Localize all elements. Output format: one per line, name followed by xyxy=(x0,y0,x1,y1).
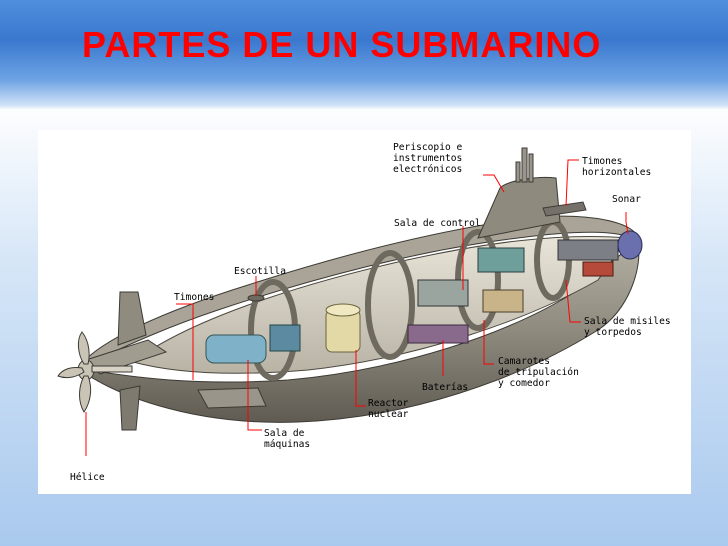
crew-quarters xyxy=(482,289,524,313)
label-crew-quarters-line1: Camarotes xyxy=(498,356,550,367)
torpedo-room xyxy=(557,239,619,261)
label-sonar: Sonar xyxy=(612,194,641,205)
battery-bank xyxy=(407,324,469,344)
sail-planes xyxy=(542,201,587,217)
label-engine-room-line2: máquinas xyxy=(264,439,311,450)
lower-rudder xyxy=(119,385,141,431)
label-crew-quarters-line2: de tripulación xyxy=(498,367,579,378)
propeller xyxy=(57,331,95,413)
hull-lower xyxy=(77,239,640,423)
slide-title: PARTES DE UN SUBMARINO xyxy=(82,24,602,65)
leader-lines xyxy=(85,159,629,456)
submarine-diagram: Periscopio e instrumentos electrónicos T… xyxy=(38,130,691,494)
sail xyxy=(477,177,561,239)
label-missile-room-line2: y torpedos xyxy=(584,327,642,338)
label-missile-room-line1: Sala de misiles xyxy=(584,316,671,327)
sonar-dome xyxy=(617,230,643,260)
label-reactor-line2: nuclear xyxy=(368,409,409,420)
upper-rudder xyxy=(117,291,147,346)
label-crew-quarters-line3: y comedor xyxy=(498,378,550,389)
label-horizontal-planes-line1: Timones xyxy=(582,156,623,167)
label-periscope-line2: instrumentos xyxy=(393,153,463,164)
label-hatch: Escotilla xyxy=(234,266,286,277)
engine-room-machinery xyxy=(205,334,267,364)
label-periscope-line3: electrónicos xyxy=(393,164,463,175)
label-engine-room-line1: Sala de xyxy=(264,428,305,439)
label-reactor-line1: Reactor xyxy=(368,398,409,409)
label-horizontal-planes-line2: horizontales xyxy=(582,167,652,178)
periscope-masts xyxy=(515,147,534,183)
aft-dive-plane xyxy=(197,387,267,409)
label-control-room: Sala de control xyxy=(394,218,481,229)
label-periscope-line1: Periscopio e xyxy=(393,142,463,153)
submarine-illustration xyxy=(57,147,643,456)
label-batteries: Baterías xyxy=(422,382,469,393)
title-band xyxy=(0,0,728,110)
label-propeller: Hélice xyxy=(70,472,105,483)
label-rudders: Timones xyxy=(174,292,215,303)
